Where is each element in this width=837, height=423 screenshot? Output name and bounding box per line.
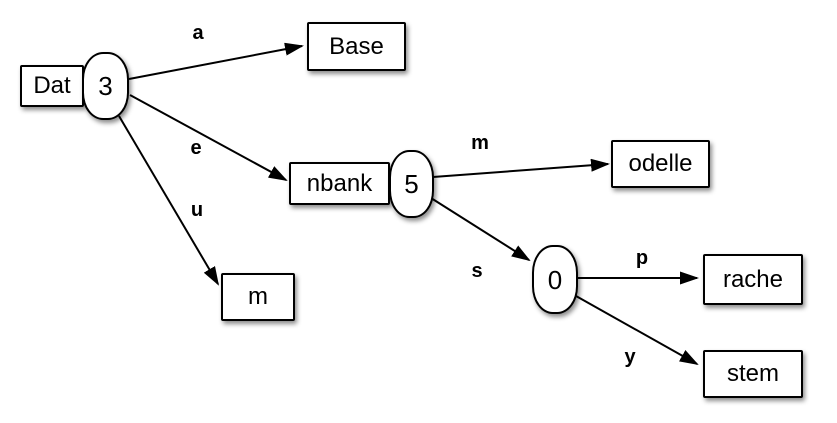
edge-dat-m-arrow [118, 115, 220, 286]
node-nbank: nbank [289, 162, 390, 205]
edge-label-y: y [624, 346, 636, 368]
edge-label-m: m [471, 132, 489, 154]
edge-label-e: e [190, 137, 202, 159]
edge-label-u: u [190, 199, 204, 221]
node-stem: stem [703, 350, 803, 398]
edge-s0-stem-arrow [575, 295, 699, 365]
state-node-0: 0 [532, 245, 578, 314]
edge-dat-base-arrow [128, 42, 304, 80]
node-m: m [221, 273, 295, 321]
node-odelle: odelle [611, 140, 710, 188]
node-base: Base [307, 22, 406, 71]
edge-label-s: s [471, 260, 483, 282]
edge-dat-nbank-arrow [129, 94, 288, 181]
edge-label-p: p [635, 247, 649, 269]
node-dat: Dat [20, 65, 84, 107]
state-node-5: 5 [389, 150, 434, 218]
edge-nbank-odelle-arrow [432, 158, 610, 178]
edge-nbank-s0-arrow [430, 197, 531, 262]
node-rache: rache [703, 254, 803, 305]
state-node-3: 3 [82, 52, 129, 120]
edge-label-a: a [192, 22, 204, 44]
